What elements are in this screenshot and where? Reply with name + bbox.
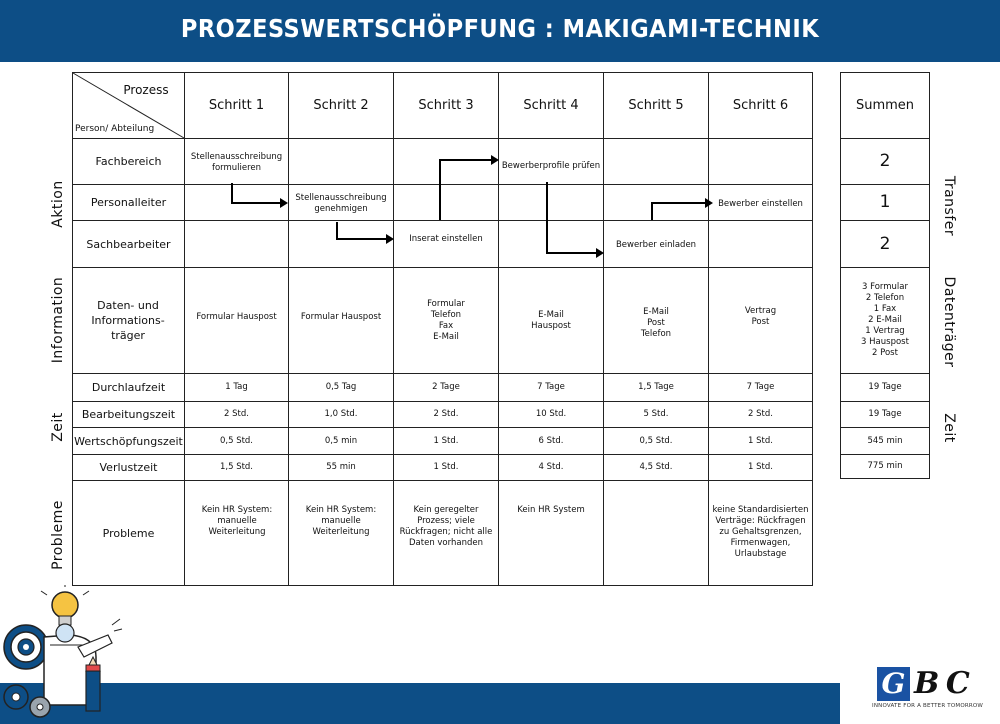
- action-s2: Stellenausschreibung genehmigen: [295, 193, 387, 214]
- verlustzeit-6: 1 Std.: [748, 462, 773, 472]
- wertschoepfungszeit-2: 0,5 min: [324, 435, 358, 446]
- wertschoepfungszeit-1: 0,5 Std.: [219, 435, 254, 446]
- verlustzeit-3: 1 Std.: [433, 462, 459, 472]
- action-s3: Inserat einstellen: [409, 233, 483, 244]
- action-s5: Bewerber einladen: [615, 239, 697, 250]
- summe-sachbearbeiter: 2: [879, 233, 891, 254]
- info-cell-2: Formular Hauspost: [300, 311, 382, 322]
- durchlaufzeit-6: 7 Tage: [746, 382, 775, 392]
- person-label: Person/ Abteilung: [75, 124, 155, 134]
- bearbeitungszeit-6: 2 Std.: [748, 409, 773, 419]
- prozess-label: Prozess: [123, 82, 169, 97]
- info-cell-3: Formular Telefon Fax E-Mail: [427, 298, 465, 342]
- gbc-slogan: INNOVATE FOR A BETTER TOMORROW: [872, 703, 984, 709]
- bearbeitungszeit-3: 2 Std.: [433, 409, 459, 419]
- right-label-zeit: Zeit: [941, 413, 957, 443]
- action-s4: Bewerberprofile prüfen: [501, 160, 601, 171]
- row-label-sachbearbeiter: Sachbearbeiter: [86, 237, 171, 251]
- row-label-durchlaufzeit: Durchlaufzeit: [91, 381, 166, 394]
- group-label-zeit: Zeit: [50, 412, 66, 442]
- right-label-datentraeger: Datenträger: [941, 276, 957, 368]
- summe-durchlaufzeit: 19 Tage: [868, 382, 902, 392]
- step-5-header: Schritt 5: [628, 98, 684, 113]
- bearbeitungszeit-2: 1,0 Std.: [324, 409, 358, 419]
- row-label-fachbereich: Fachbereich: [95, 155, 162, 168]
- info-cell-4: E-Mail Hauspost: [531, 309, 571, 331]
- bearbeitungszeit-1: 2 Std.: [224, 409, 249, 419]
- step-3-header: Schritt 3: [418, 98, 474, 113]
- probleme-3: Kein geregelter Prozess; viele Rückfrage…: [399, 505, 493, 548]
- gbc-logo-bc: BC: [914, 666, 976, 701]
- action-s6: Bewerber einstellen: [718, 198, 803, 209]
- summe-wertschoepfungszeit: 545 min: [867, 435, 903, 446]
- step-6-header: Schritt 6: [732, 98, 789, 113]
- durchlaufzeit-4: 7 Tage: [537, 382, 565, 392]
- row-label-bearbeitungszeit: Bearbeitungszeit: [81, 408, 176, 421]
- wertschoepfungszeit-4: 6 Std.: [538, 435, 564, 446]
- page-title: PROZESSWERTSCHÖPFUNG : MAKIGAMI-TECHNIK: [180, 14, 820, 43]
- summe-personalleiter: 1: [879, 192, 891, 212]
- durchlaufzeit-3: 2 Tage: [432, 382, 460, 392]
- row-label-daten: Daten- und Informations- träger: [91, 299, 165, 342]
- step-2-header: Schritt 2: [313, 98, 369, 113]
- action-s1: Stellenausschreibung formulieren: [190, 152, 283, 173]
- durchlaufzeit-1: 1 Tag: [225, 382, 248, 392]
- probleme-6: keine Standardisierten Verträge: Rückfra…: [712, 505, 809, 559]
- group-label-aktion: Aktion: [50, 180, 66, 228]
- row-label-probleme: Probleme: [102, 526, 155, 540]
- verlustzeit-4: 4 Std.: [538, 462, 564, 472]
- verlustzeit-2: 55 min: [326, 462, 356, 472]
- summe-bearbeitungszeit: 19 Tage: [868, 409, 902, 419]
- footer-bar: [0, 683, 840, 724]
- durchlaufzeit-5: 1,5 Tage: [638, 382, 674, 392]
- row-label-personalleiter: Personalleiter: [90, 196, 167, 209]
- info-cell-5: E-Mail Post Telefon: [640, 306, 672, 339]
- wertschoepfungszeit-5: 0,5 Std.: [639, 435, 673, 446]
- group-label-information: Information: [50, 276, 66, 364]
- summe-datentraeger: 3 Formular 2 Telefon 1 Fax 2 E-Mail 1 Ve…: [861, 282, 909, 358]
- group-label-probleme: Probleme: [50, 500, 66, 570]
- info-cell-6: Vertrag Post: [744, 306, 777, 327]
- row-label-verlustzeit: Verlustzeit: [99, 461, 158, 474]
- bearbeitungszeit-4: 10 Std.: [535, 409, 567, 419]
- probleme-1: Kein HR System: manuelle Weiterleitung: [201, 505, 273, 537]
- innovation-illustration: [3, 585, 123, 718]
- probleme-4: Kein HR System: [517, 505, 585, 515]
- wertschoepfungszeit-3: 1 Std.: [433, 435, 459, 446]
- wertschoepfungszeit-6: 1 Std.: [748, 435, 773, 446]
- right-label-transfer: Transfer: [941, 175, 957, 237]
- summe-verlustzeit: 775 min: [867, 461, 903, 471]
- verlustzeit-5: 4,5 Std.: [639, 462, 673, 472]
- title-bar: [0, 0, 1000, 62]
- summe-fachbereich: 2: [879, 151, 891, 171]
- gbc-logo-g: G: [877, 667, 910, 701]
- summen-header: Summen: [855, 98, 915, 113]
- bearbeitungszeit-5: 5 Std.: [643, 409, 669, 419]
- verlustzeit-1: 1,5 Std.: [219, 462, 254, 472]
- step-1-header: Schritt 1: [208, 98, 265, 113]
- probleme-5: [604, 505, 708, 525]
- step-4-header: Schritt 4: [523, 98, 579, 113]
- durchlaufzeit-2: 0,5 Tag: [325, 382, 357, 392]
- row-label-wertschoepfungszeit: Wertschöpfungszeit: [74, 434, 183, 448]
- probleme-2: Kein HR System: manuelle Weiterleitung: [305, 505, 377, 537]
- info-cell-1: Formular Hauspost: [196, 311, 277, 322]
